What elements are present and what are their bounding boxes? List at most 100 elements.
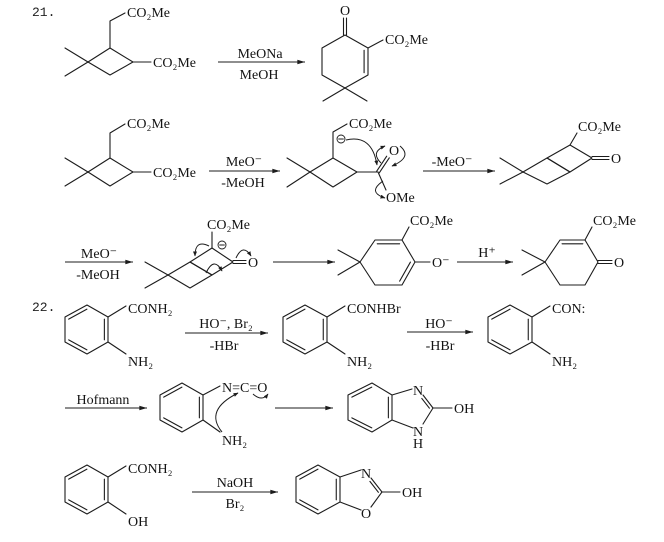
imine-bond (370, 477, 383, 493)
hydroxyl-label: OH (402, 486, 422, 501)
amine-label: NH₂ (552, 355, 577, 370)
double-bond-inner-line (351, 417, 373, 429)
reagent-above: HO⁻ (425, 317, 453, 332)
double-bond-inner-line (399, 261, 411, 282)
side-chain-bond (332, 123, 348, 159)
p21-step-3-arrow: MeO⁻ -MeOH (65, 247, 133, 283)
ring-nh-nitrogen-label: N (413, 425, 423, 440)
cyclobutane-ring (87, 47, 134, 76)
ring-nitrogen-label: N (413, 384, 423, 399)
ring-bond (339, 501, 362, 511)
ester-label: CO₂Me (578, 120, 621, 135)
cyclobutane-ring (309, 157, 358, 188)
methyl-bond (322, 87, 346, 102)
reagent-above: NaOH (217, 476, 254, 491)
methyl-bond (499, 157, 524, 173)
p21-final-product: O CO₂Me (521, 214, 636, 286)
ring-bond (370, 491, 383, 508)
p21-carbanion-intermediate: CO₂Me O OMe (286, 117, 415, 206)
double-bond-inner-line (68, 499, 88, 511)
hydroxyl-label: OH (454, 402, 474, 417)
hydroxyl-bond (107, 501, 127, 515)
ketone-oxygen-label: O (340, 4, 350, 19)
curved-arrow-icon (235, 249, 252, 259)
double-bond-inner-line (491, 308, 511, 320)
p22-step-1-arrow: HO⁻, Br₂ -HBr (185, 317, 268, 354)
negative-charge-icon (336, 134, 346, 144)
methyl-bond (286, 157, 311, 173)
p21-enolate: CO₂Me O⁻ (337, 214, 453, 286)
cyclobutane-ring (167, 261, 213, 289)
ring-bond (422, 407, 434, 425)
p22-acyl-nitrene: CON: NH₂ (487, 302, 585, 370)
amine-label: NH₂ (222, 434, 247, 449)
p21-step-2-arrow: -MeO⁻ (423, 155, 495, 174)
ester-bond (569, 132, 578, 146)
ring-bond (339, 469, 362, 478)
side-chain-ester-label: CO₂Me (127, 6, 170, 21)
methyl-bond (337, 249, 361, 263)
double-bond-inner-line (421, 397, 430, 409)
ester-bond (401, 226, 410, 241)
double-bond-inner-line (68, 308, 88, 320)
ester-label: CO₂Me (349, 117, 392, 132)
cyclobutane-ring (87, 157, 134, 187)
ring-ester-label: CO₂Me (153, 56, 196, 71)
double-bond-inner-line (491, 339, 511, 351)
reagent-above: H⁺ (478, 246, 496, 261)
amide-bond (107, 465, 127, 478)
imine-bond (422, 394, 434, 409)
amine-bond (326, 341, 346, 355)
ketone-oxygen-label: O (614, 256, 624, 271)
curved-arrow-icon (391, 145, 406, 167)
reagent-below: MeOH (240, 68, 279, 83)
methyl-bond (521, 261, 546, 276)
problem-number: 21. (32, 5, 55, 20)
amine-bond (202, 419, 221, 433)
ester-bond (367, 39, 384, 49)
double-bond-inner-line (286, 339, 306, 351)
cyclobutane-ring (522, 157, 571, 185)
benzene-ring (282, 304, 328, 355)
methyl-bond (64, 157, 89, 173)
side-chain-bond (109, 123, 126, 159)
cyclohexenone-ring (544, 239, 599, 286)
reagent-below: -HBr (210, 339, 239, 354)
p22-step-2-arrow: HO⁻ -HBr (407, 317, 473, 354)
curved-arrow-icon (252, 393, 269, 399)
p22-isocyanate: N=C=O NH₂ (159, 381, 269, 449)
reagent-below: -MeOH (221, 176, 265, 191)
ester-label: CO₂Me (207, 218, 250, 233)
reagent-above: -MeO⁻ (432, 155, 473, 170)
methyl-bond (521, 249, 546, 263)
carbonyl-oxygen-label: O (389, 144, 399, 159)
side-chain-bond (109, 12, 126, 49)
p21-mechanism-reactant: CO₂Me CO₂Me (64, 117, 196, 187)
ester-label: CO₂Me (385, 33, 428, 48)
side-chain-ester-label: CO₂Me (127, 117, 170, 132)
amide-label: CONH₂ (128, 302, 173, 317)
amide-bond (326, 305, 346, 318)
p22-salicylamide: CONH₂ OH (64, 462, 173, 530)
reagent-above: MeO⁻ (81, 247, 117, 262)
curved-arrow-icon (375, 180, 386, 199)
methyl-bond (64, 47, 89, 63)
reagent-above: HO⁻, Br₂ (199, 317, 253, 332)
methyl-bond (344, 87, 368, 102)
amine-label: NH₂ (128, 355, 153, 370)
p21-overall-product: O CO₂Me (321, 4, 428, 102)
benzene-ring (487, 304, 533, 355)
hydroxyl-label: OH (128, 515, 148, 530)
double-bond-inner-line (163, 386, 183, 398)
p21-overall-reactant: CO₂Me CO₂Me (64, 6, 196, 77)
cyclobutanone-ring (189, 247, 234, 276)
double-bond-inner-line (68, 339, 88, 351)
curved-arrow-icon (375, 145, 386, 164)
amine-label: NH₂ (347, 355, 372, 370)
ring-nh-hydrogen-label: H (413, 437, 423, 452)
amide-label: CONHBr (347, 302, 401, 317)
isocyanate-label: N=C=O (222, 381, 267, 396)
double-bond-inner-line (286, 308, 306, 320)
amine-bond (107, 341, 127, 355)
